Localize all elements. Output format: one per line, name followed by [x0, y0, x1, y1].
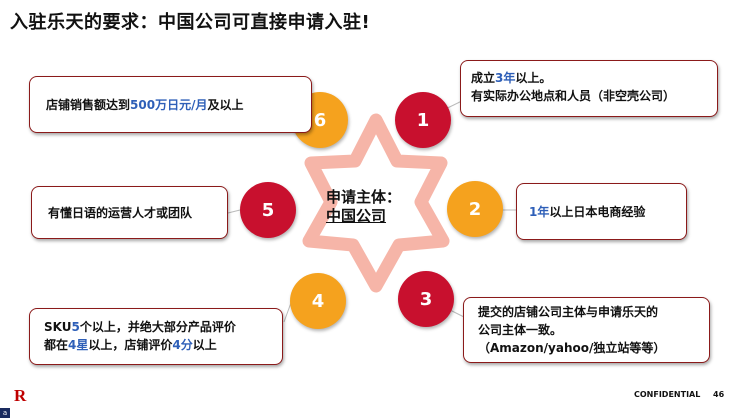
highlight-text: 500万日元/月 — [130, 98, 208, 112]
circle-number: 2 — [468, 198, 482, 220]
requirement-text: SKU — [44, 320, 72, 334]
requirement-text: 个以上，并绝大部分产品评价 — [79, 320, 236, 334]
page-title: 入驻乐天的要求：中国公司可直接申请入驻! — [10, 12, 371, 33]
circle-number: 6 — [313, 109, 327, 131]
requirement-text: 有实际办公地点和人员（非空壳公司） — [471, 89, 676, 103]
requirement-box-5: 有懂日语的运营人才或团队 — [31, 186, 228, 239]
circle-3: 3 — [398, 271, 454, 327]
requirement-box-6: 店铺销售额达到500万日元/月及以上 — [29, 76, 312, 133]
center-label-line2: 中国公司 — [326, 207, 387, 225]
circle-number: 4 — [311, 290, 325, 312]
circle-1: 1 — [395, 92, 451, 148]
requirement-box-2: 1年以上日本电商经验 — [516, 183, 687, 240]
requirement-text: 成立 — [471, 71, 496, 85]
highlight-text: 4分 — [172, 338, 193, 352]
requirement-box-4: SKU5个以上，并绝大部分产品评价都在4星以上，店铺评价4分以上 — [29, 308, 283, 365]
requirement-box-3: 提交的店铺公司主体与申请乐天的公司主体一致。 （Amazon/yahoo/独立站等… — [463, 297, 710, 363]
circle-2: 2 — [447, 181, 503, 237]
requirement-text: （Amazon/yahoo/独立站等等） — [478, 341, 666, 355]
highlight-text: 5 — [71, 320, 80, 334]
requirement-text: 店铺销售额达到 — [46, 98, 131, 112]
circle-number: 5 — [261, 199, 275, 221]
requirement-text: 以上。 — [515, 71, 552, 85]
highlight-text: 1年 — [529, 205, 550, 219]
highlight-text: 3年 — [495, 71, 516, 85]
circle-4: 4 — [290, 273, 346, 329]
circle-number: 1 — [416, 109, 430, 131]
circle-number: 3 — [419, 288, 433, 310]
requirement-text: 以上，店铺评价 — [88, 338, 173, 352]
hub-star-shape — [302, 113, 450, 293]
page-number: 46 — [713, 390, 725, 399]
requirement-text: 有懂日语的运营人才或团队 — [48, 206, 193, 220]
requirement-text: 公司主体一致。 — [478, 323, 563, 337]
corner-tab: a — [0, 408, 10, 418]
center-label: 申请主体： 中国公司 — [326, 188, 426, 226]
requirement-text: 都在 — [44, 338, 69, 352]
requirement-box-1: 成立3年以上。有实际办公地点和人员（非空壳公司） — [460, 60, 718, 117]
brand-logo: R — [14, 386, 27, 405]
highlight-text: 4星 — [68, 338, 89, 352]
requirement-text: 及以上 — [207, 98, 244, 112]
requirement-text: 以上日本电商经验 — [549, 205, 646, 219]
requirement-text: 提交的店铺公司主体与申请乐天的 — [478, 305, 659, 319]
requirement-text: 以上 — [192, 338, 217, 352]
confidential-label: CONFIDENTIAL — [634, 390, 701, 399]
spoke-line — [227, 209, 241, 214]
center-label-line1: 申请主体： — [326, 188, 402, 206]
circle-5: 5 — [240, 182, 296, 238]
